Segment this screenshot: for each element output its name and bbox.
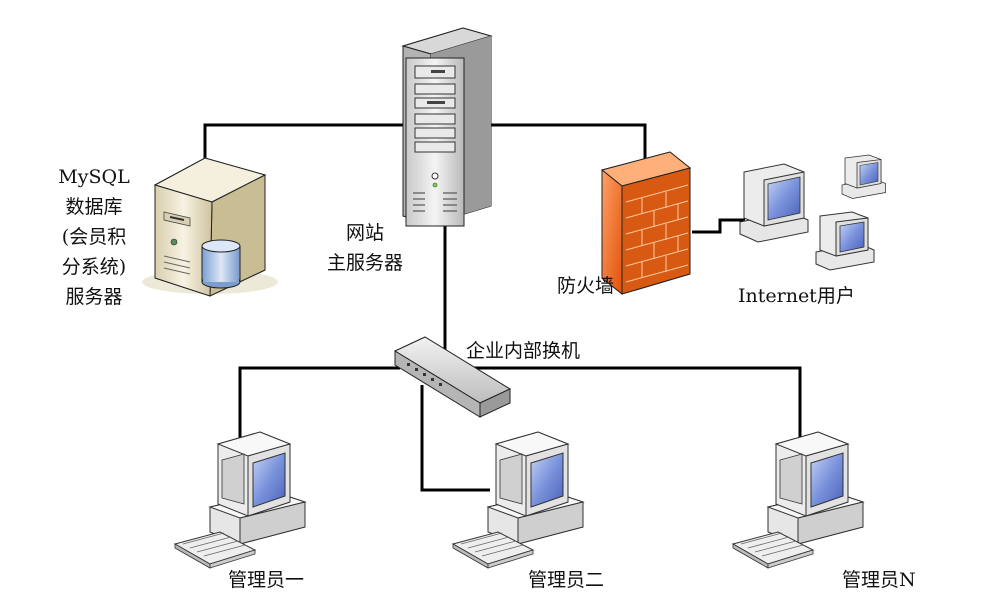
firewall-label: 防火墙	[557, 275, 615, 297]
link-webserver-firewall	[490, 123, 647, 170]
admin-2-pc-icon	[452, 431, 584, 569]
firewall-icon	[600, 151, 692, 296]
switch-label: 企业内部换机	[466, 340, 581, 362]
admin-n-pc-icon	[732, 431, 864, 569]
web-server-label-line-2: 主服务器	[326, 252, 403, 274]
db-label-line-4: 分系统)	[61, 256, 127, 278]
database-server-icon	[142, 157, 278, 297]
connection-lines	[203, 123, 802, 492]
link-switch-adminn	[470, 366, 802, 440]
switch-icon	[393, 336, 512, 418]
web-server-label: 网站 主服务器	[305, 218, 425, 278]
admin-n-label: 管理员N	[842, 569, 916, 591]
internet-users-label: Internet用户	[738, 285, 855, 307]
internet-user-pc-small-icon	[841, 154, 886, 199]
link-switch-admin1	[238, 366, 400, 440]
internet-user-pc-large-icon	[739, 163, 809, 243]
db-label-line-3: (会员积	[61, 226, 127, 248]
db-label-line-1: MySQL	[58, 166, 130, 188]
db-label-line-5: 服务器	[65, 286, 123, 308]
admin-1-label: 管理员一	[228, 569, 305, 591]
internet-user-pc-medium-icon	[815, 211, 875, 271]
db-server-label: MySQL 数据库 (会员积 分系统) 服务器	[44, 162, 144, 312]
db-label-line-2: 数据库	[65, 196, 123, 218]
admin-1-pc-icon	[174, 431, 306, 569]
admin-2-label: 管理员二	[528, 569, 605, 591]
link-firewall-internet	[692, 218, 745, 234]
link-switch-admin2	[420, 385, 490, 492]
web-server-label-line-1: 网站	[345, 222, 384, 244]
web-server-icon	[401, 27, 493, 227]
